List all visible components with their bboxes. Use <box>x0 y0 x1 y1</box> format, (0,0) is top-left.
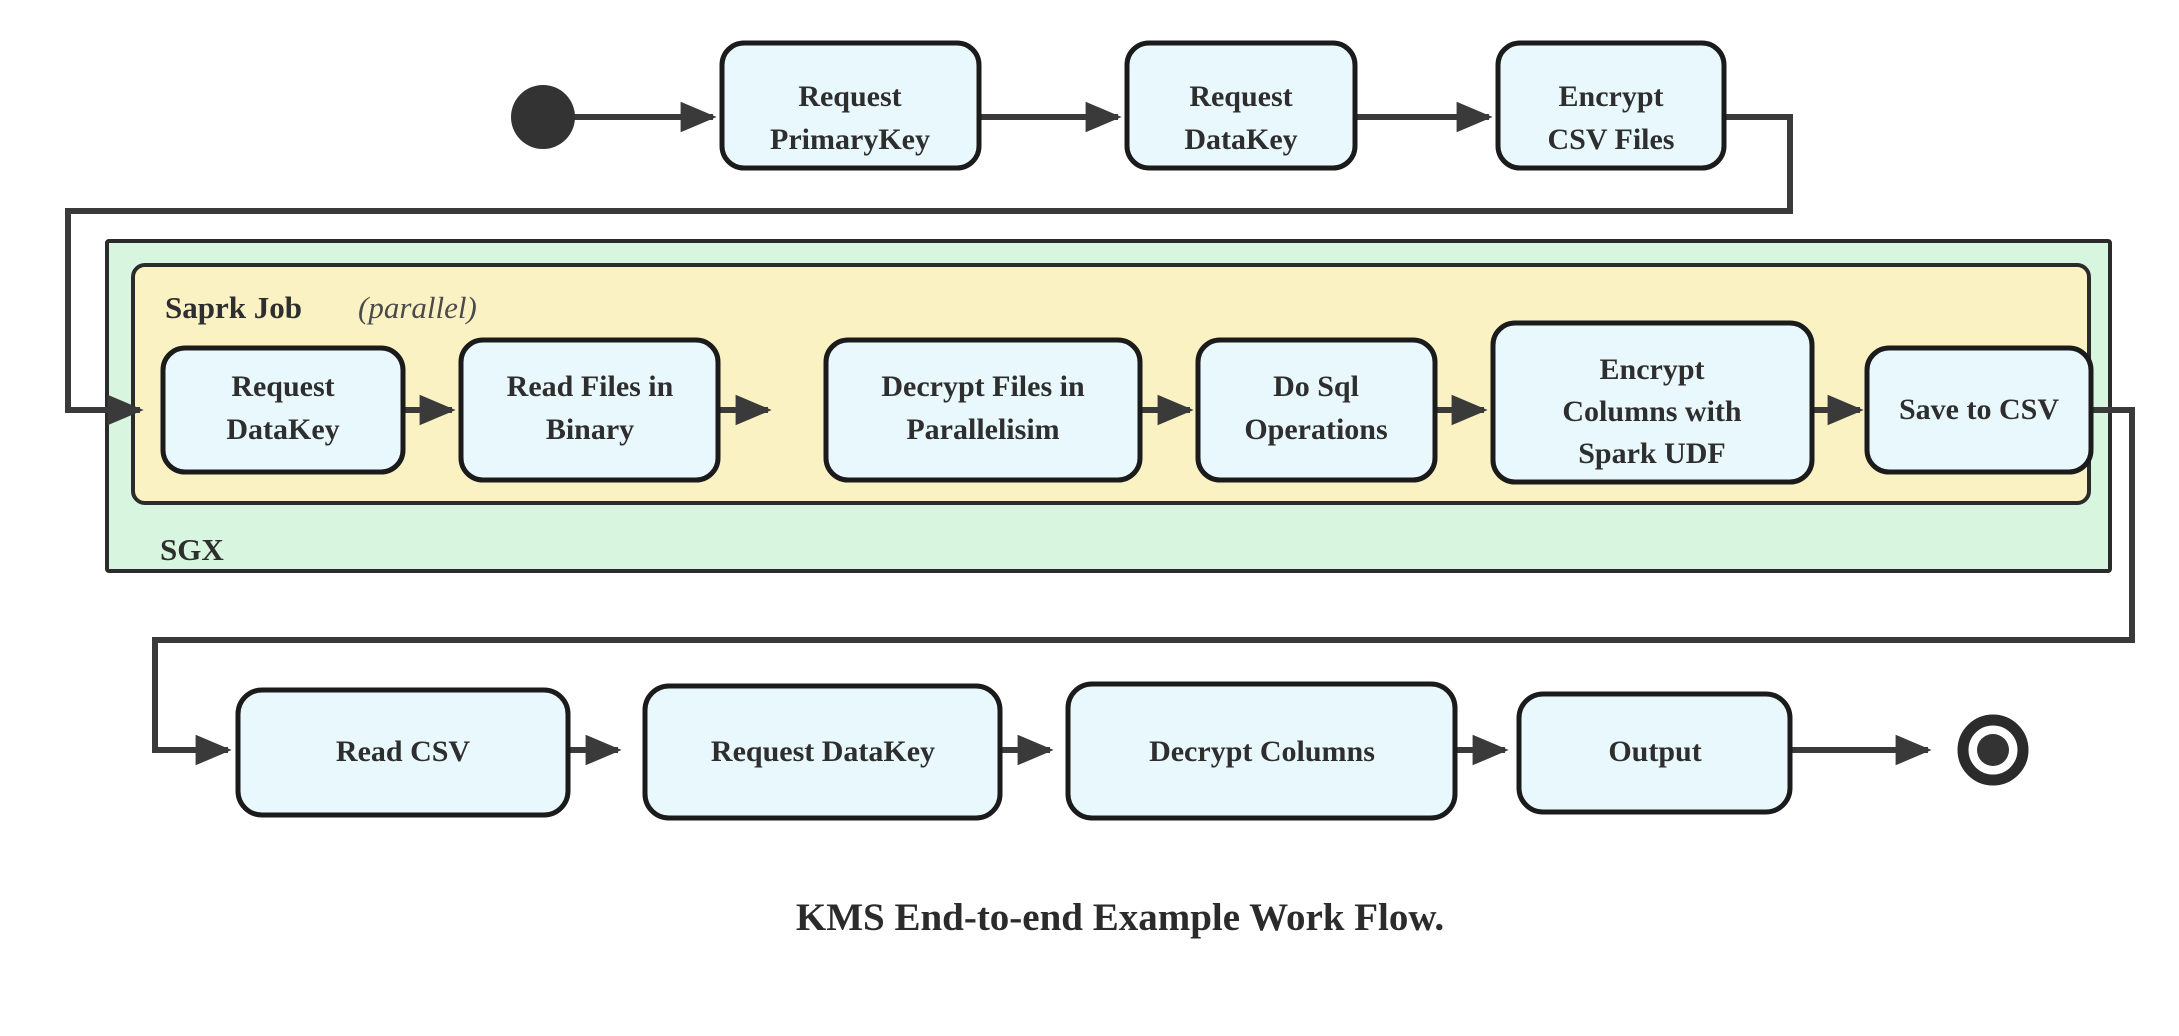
spark-job-parallel-label: (parallel) <box>358 290 477 325</box>
node-output[interactable]: Output <box>1516 691 1793 815</box>
node-label-line: DataKey <box>1184 123 1297 156</box>
node-label-line: Read Files in <box>507 370 674 403</box>
node-label-line: Operations <box>1244 413 1387 446</box>
node-read-csv[interactable]: Read CSV <box>235 687 571 818</box>
node-label-line: Request <box>1189 80 1292 113</box>
node-label-line: Read CSV <box>336 735 471 768</box>
node-save-to-csv[interactable]: Save to CSV <box>1864 345 2094 475</box>
node-encrypt-columns-with-spark-udf[interactable]: Encrypt Columns with Spark UDF <box>1490 320 1815 485</box>
node-decrypt-files-in-parallelisim[interactable]: Decrypt Files in Parallelisim <box>823 337 1143 483</box>
sgx-group-label: SGX <box>160 532 224 567</box>
node-label-line: PrimaryKey <box>770 123 930 156</box>
node-label-line: Decrypt Files in <box>881 370 1085 403</box>
node-decrypt-columns[interactable]: Decrypt Columns <box>1065 681 1458 821</box>
node-request-datakey-spark[interactable]: Request DataKey <box>160 345 406 475</box>
edge-encrypt-csv-to-spark-datakey <box>65 114 1793 426</box>
node-label-line: Request <box>231 370 334 403</box>
node-request-datakey-bottom[interactable]: Request DataKey <box>642 683 1003 821</box>
node-label-line: Output <box>1608 735 1701 768</box>
node-label-line: Parallelisim <box>906 413 1059 446</box>
node-request-datakey-top[interactable]: Request DataKey <box>1124 40 1358 171</box>
node-read-files-in-binary[interactable]: Read Files in Binary <box>458 337 721 483</box>
node-label-line: Encrypt <box>1600 353 1705 386</box>
node-label-line: DataKey <box>226 413 339 446</box>
node-label-line: Save to CSV <box>1899 393 2059 426</box>
node-label-line: CSV Files <box>1548 123 1675 156</box>
edge-save-csv-to-read-csv <box>152 407 2135 766</box>
spark-job-group-label: Saprk Job <box>165 290 302 325</box>
figure-caption: KMS End-to-end Example Work Flow. <box>796 896 1444 939</box>
node-label-line: Request <box>798 80 901 113</box>
node-label-line: Encrypt <box>1559 80 1664 113</box>
node-request-primarykey[interactable]: Request PrimaryKey <box>719 40 982 171</box>
node-encrypt-csv-files[interactable]: Encrypt CSV Files <box>1495 40 1727 171</box>
node-do-sql-operations[interactable]: Do Sql Operations <box>1195 337 1438 483</box>
node-label-line: Columns with <box>1562 395 1742 428</box>
node-label-line: Do Sql <box>1273 370 1359 403</box>
start-node-icon <box>511 85 575 149</box>
end-node-icon <box>1957 714 2029 786</box>
node-label-line: Request DataKey <box>711 735 935 768</box>
node-label-line: Decrypt Columns <box>1149 735 1375 768</box>
node-label-line: Spark UDF <box>1578 437 1726 470</box>
node-label-line: Binary <box>546 413 634 446</box>
